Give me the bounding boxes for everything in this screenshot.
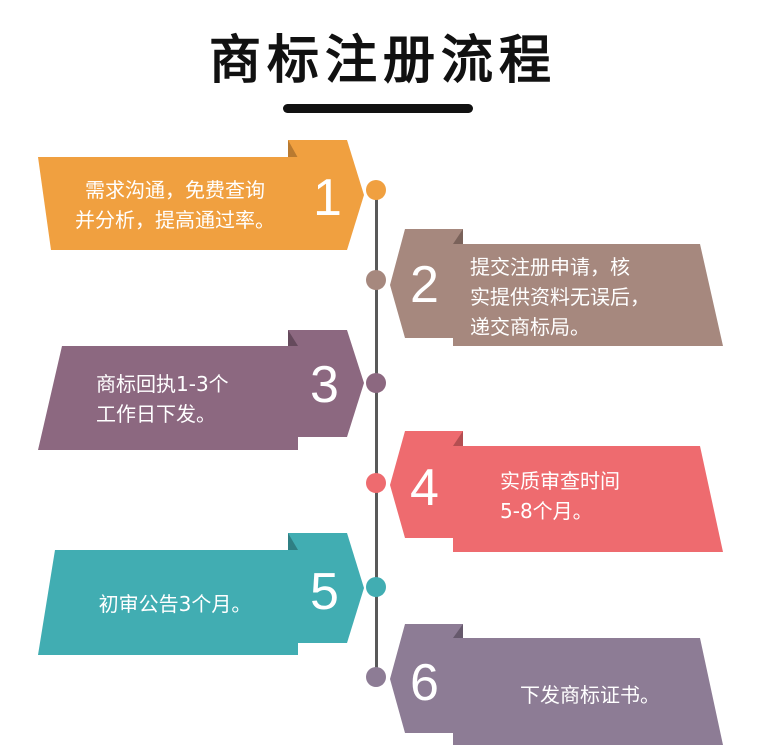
step-3-text: 商标回执1-3个 工作日下发。 [96,372,229,426]
timeline-line [375,192,378,680]
timeline-dot-4 [366,473,386,493]
step-1-number: 1 [313,169,342,227]
timeline-dot-2 [366,270,386,290]
timeline-dot-3 [366,373,386,393]
step-1-text: 需求沟通，免费查询 并分析，提高通过率。 [75,178,275,232]
step-4-text: 实质审查时间 5-8个月。 [500,469,620,523]
step-5-text: 初审公告3个月。 [98,592,252,616]
step-2-text: 提交注册申请，核 实提供资料无误后， 递交商标局。 [470,255,650,339]
step-3-number: 3 [310,356,339,414]
page-title: 商标注册流程 [208,31,557,91]
title-underline [283,104,473,113]
step-4-number: 4 [410,459,439,517]
timeline-dot-1 [366,180,386,200]
timeline-dot-6 [366,667,386,687]
timeline-dot-5 [366,577,386,597]
step-5-number: 5 [310,563,339,621]
step-6-number: 6 [410,654,439,712]
step-6-text: 下发商标证书。 [520,683,660,707]
step-2-number: 2 [410,256,439,314]
